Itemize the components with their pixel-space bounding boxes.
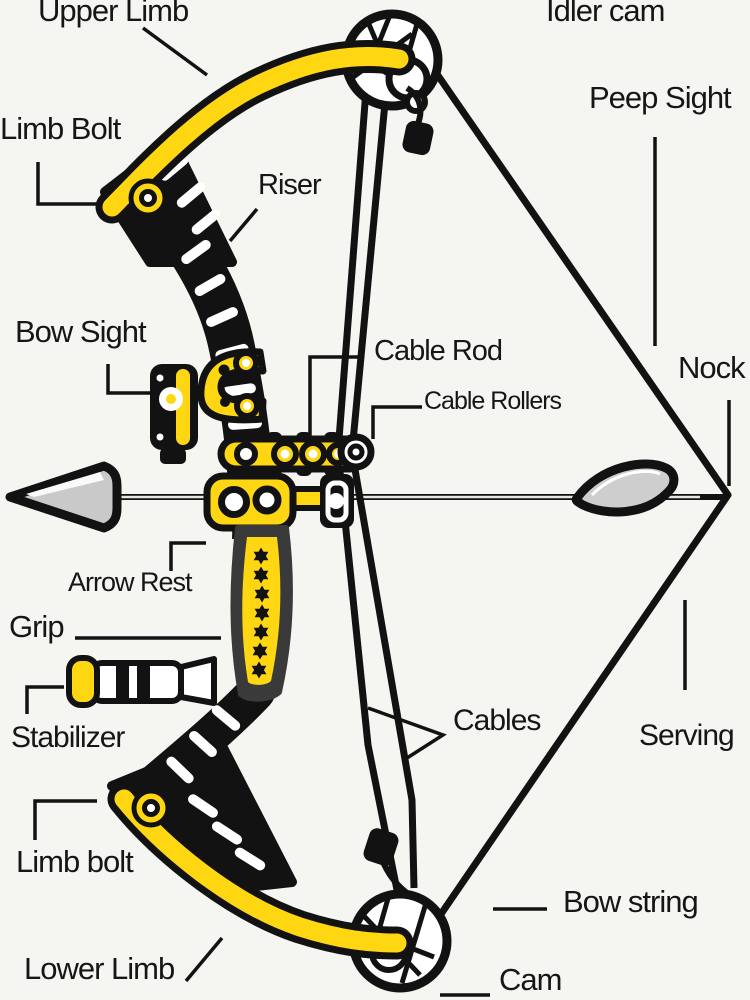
label-grip: Grip bbox=[9, 609, 65, 644]
label-cables: Cables bbox=[453, 704, 541, 737]
fletching bbox=[571, 459, 679, 517]
lower-limb-shape bbox=[107, 782, 414, 960]
bow-sight-shape bbox=[150, 348, 267, 464]
lower-limb-pointer bbox=[184, 936, 224, 983]
label-serving: Serving bbox=[639, 719, 735, 752]
cables bbox=[334, 89, 418, 891]
limb-bolt-lower-pointer bbox=[33, 799, 97, 840]
limb-bolt-upper-pointer bbox=[36, 162, 97, 206]
cable-rod-pointer bbox=[308, 355, 362, 437]
arrow-rest-shape bbox=[203, 472, 354, 532]
label-peep-sight: Peep Sight bbox=[589, 80, 732, 115]
riser-shape bbox=[100, 135, 297, 893]
label-cam: Cam bbox=[499, 962, 562, 997]
label-bow-sight: Bow Sight bbox=[15, 314, 147, 349]
stabilizer-shape bbox=[66, 655, 217, 708]
arrow-rest-pointer bbox=[169, 541, 206, 571]
stabilizer-pointer bbox=[25, 685, 64, 714]
cable-rollers-pointer bbox=[371, 405, 422, 439]
cables-pointer bbox=[367, 706, 447, 760]
upper-limb-shape bbox=[95, 39, 416, 224]
label-upper-limb: Upper Limb bbox=[38, 0, 189, 28]
grip-shape bbox=[230, 525, 294, 702]
label-limb-bolt-lower: Limb bolt bbox=[16, 844, 134, 879]
label-bow-string: Bow string bbox=[563, 884, 699, 919]
label-nock: Nock bbox=[678, 350, 746, 385]
label-limb-bolt-upper: Limb Bolt bbox=[0, 111, 121, 146]
upper-limb-pointer bbox=[141, 26, 209, 77]
bowstring bbox=[427, 62, 732, 916]
label-riser: Riser bbox=[258, 169, 322, 201]
label-arrow-rest: Arrow Rest bbox=[68, 567, 193, 597]
label-stabilizer: Stabilizer bbox=[11, 721, 125, 754]
cable-rod-shape bbox=[217, 432, 375, 476]
label-lower-limb: Lower Limb bbox=[24, 951, 175, 986]
label-cable-rollers: Cable Rollers bbox=[424, 387, 562, 415]
cam-shape bbox=[348, 828, 452, 993]
label-idler-cam: Idler cam bbox=[546, 0, 665, 28]
label-cable-rod: Cable Rod bbox=[374, 335, 503, 367]
riser-pointer bbox=[228, 207, 259, 243]
pointer-lines bbox=[25, 26, 731, 997]
bow-sight-pointer bbox=[106, 364, 150, 395]
arrow bbox=[5, 459, 728, 533]
